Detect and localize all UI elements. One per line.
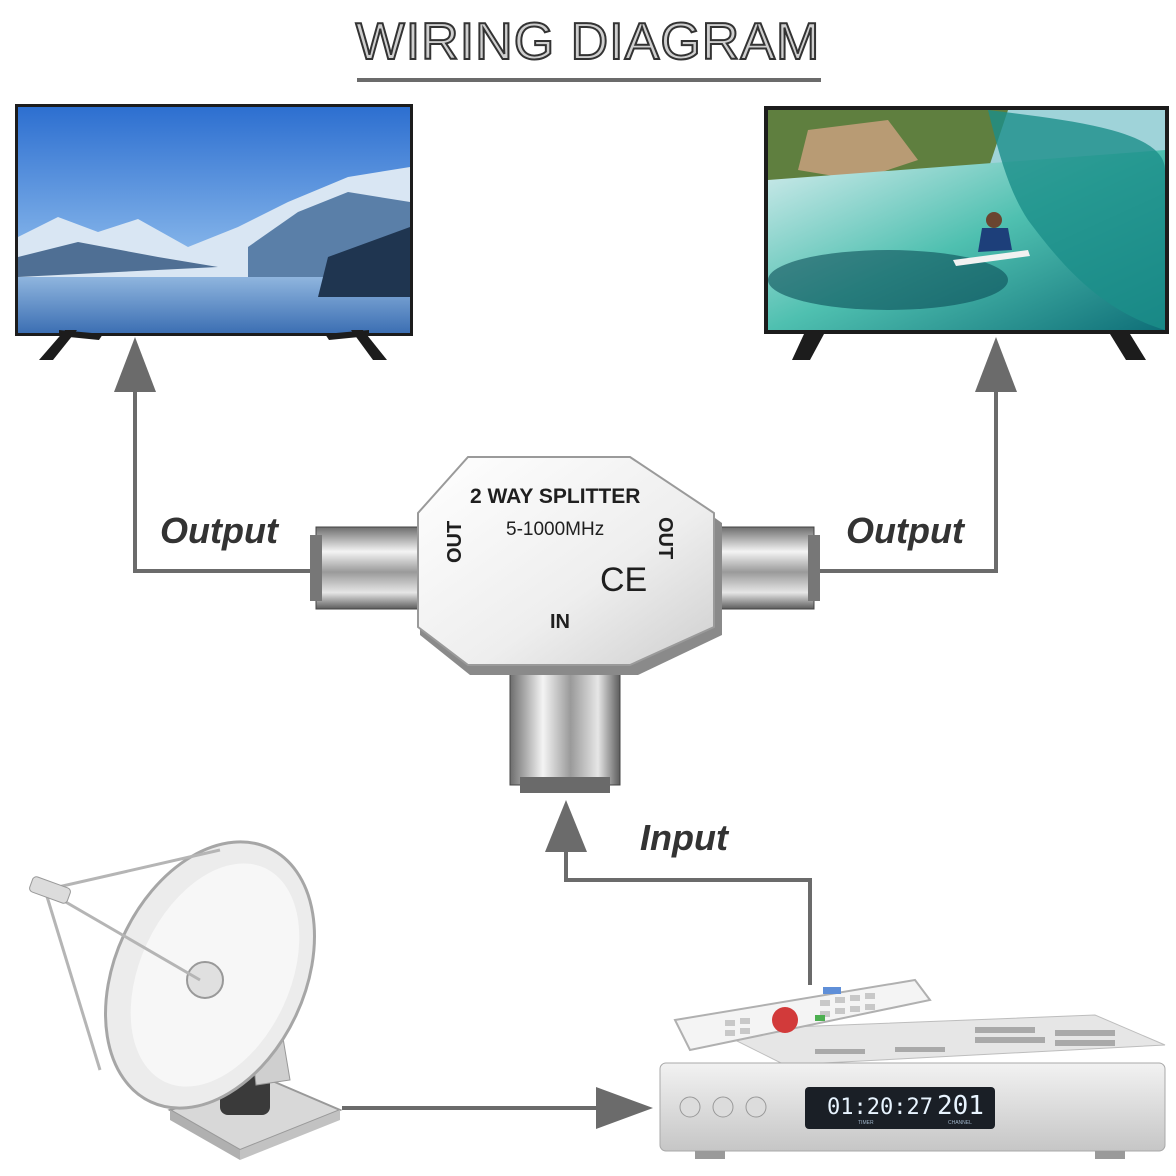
- timer-caption: TIMER: [858, 1120, 874, 1126]
- splitter-name: 2 WAY SPLITTER: [470, 485, 641, 508]
- title-underline: [357, 78, 821, 82]
- diagram-title: WIRING DIAGRAM: [355, 12, 821, 72]
- satellite-dish-icon: [20, 830, 350, 1170]
- arrow-icon: [545, 800, 587, 852]
- splitter-frequency: 5-1000MHz: [506, 519, 605, 540]
- ce-mark: CE: [600, 561, 648, 599]
- splitter-in: IN: [550, 611, 570, 633]
- wire-input: [564, 850, 812, 985]
- set-top-box-icon: 01:20:27 TIMER 201 CHANNEL: [655, 975, 1170, 1165]
- splitter: 2 WAY SPLITTER 5-1000MHz OUT OUT CE IN: [310, 455, 820, 800]
- splitter-out-right: OUT: [654, 517, 676, 560]
- tv-right: [764, 106, 1169, 364]
- arrow-icon: [114, 337, 156, 392]
- arrow-icon: [975, 337, 1017, 392]
- channel-caption: CHANNEL: [948, 1120, 972, 1126]
- tv-left: [15, 104, 413, 366]
- label-output-left: Output: [160, 510, 278, 551]
- timer-display: 01:20:27: [827, 1095, 933, 1120]
- wire-output-left: [133, 390, 320, 573]
- wire-output-right: [812, 390, 998, 573]
- label-input: Input: [640, 817, 728, 858]
- splitter-out-left: OUT: [444, 520, 466, 563]
- arrow-icon: [596, 1087, 653, 1129]
- label-output-right: Output: [846, 510, 964, 551]
- channel-display: 201: [937, 1091, 984, 1121]
- tv-icon: [768, 110, 1165, 330]
- tv-icon: [18, 107, 410, 333]
- remote-control-icon: [673, 978, 932, 1052]
